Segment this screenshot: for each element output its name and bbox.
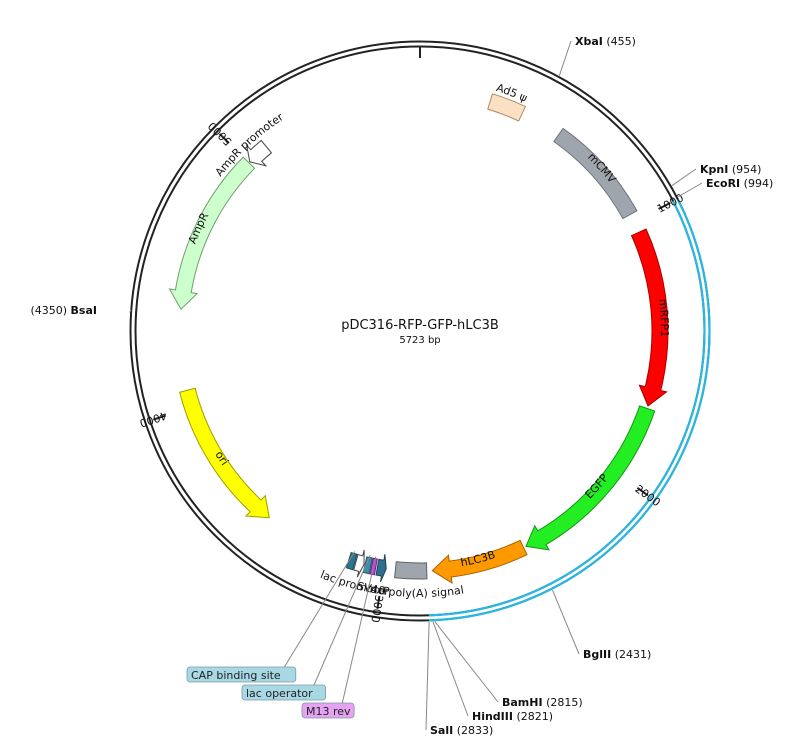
- site-line-KpnI: [671, 168, 697, 186]
- site-BsaI: (4350) BsaI: [30, 304, 97, 317]
- site-line-SalI: [425, 621, 430, 731]
- highlight-ring-0: [429, 198, 711, 622]
- site-pos-BglII: (2431): [611, 648, 651, 661]
- tick-2000: [636, 486, 649, 497]
- box-line-2: [341, 556, 377, 705]
- feature-mrfp1[interactable]: [630, 228, 669, 407]
- site-line-BglII: [552, 589, 580, 655]
- site-line-XbaI: [558, 40, 572, 76]
- box-line-1: [313, 555, 371, 687]
- site-pos-BamHI: (2815): [543, 696, 583, 709]
- site-name-SalI: SalI: [430, 724, 453, 737]
- site-SalI: SalI (2833): [430, 724, 493, 737]
- highlight-ring-1: [428, 200, 706, 617]
- tick-4000: [153, 414, 166, 421]
- tick-label-3000: 3000: [368, 594, 385, 624]
- feature-cap[interactable]: [345, 551, 358, 571]
- tick-label-5000: 5000: [205, 119, 234, 148]
- highlight-region: [428, 198, 711, 622]
- feature-hlc3b[interactable]: [431, 539, 528, 584]
- box-bg-0: [186, 666, 297, 683]
- feature-label-mrfp1: mRFP1: [656, 298, 671, 337]
- plasmid-size: 5723 bp: [399, 335, 440, 346]
- site-pos-EcoRI: (994): [740, 177, 773, 190]
- label-path-ori: [184, 288, 362, 560]
- feature-lacprom[interactable]: [353, 549, 365, 578]
- box-label-1: lac operator: [246, 687, 313, 700]
- feature-loxp[interactable]: [375, 554, 387, 583]
- feature-sv40[interactable]: [394, 561, 428, 580]
- site-BglII: BglII (2431): [583, 648, 651, 661]
- feature-ampr[interactable]: [168, 156, 256, 311]
- site-name-BamHI: BamHI: [502, 696, 543, 709]
- restriction-sites: XbaI (455) KpnI (954)EcoRI (994) BglII (24…: [30, 35, 773, 737]
- box-bg-1: [241, 684, 326, 701]
- site-name-BglII: BglII: [583, 648, 611, 661]
- site-pos-BsaI: (4350): [30, 304, 70, 317]
- site-pos-XbaI: (455): [603, 35, 636, 48]
- feature-egfp[interactable]: [525, 405, 656, 551]
- label-path-ad5: [324, 76, 650, 220]
- site-name-KpnI: KpnI: [700, 163, 728, 176]
- site-line-EcoRI: [677, 182, 703, 198]
- site-name-HindIII: HindIII: [472, 710, 513, 723]
- site-HindIII: HindIII (2821): [472, 710, 553, 723]
- tick-5000: [218, 133, 230, 144]
- site-line-BsaI: [129, 309, 132, 313]
- site-KpnI: KpnI (954): [700, 163, 761, 176]
- site-name-BsaI: BsaI: [71, 304, 97, 317]
- site-EcoRI: EcoRI (994): [706, 177, 773, 190]
- site-pos-HindIII: (2821): [513, 710, 553, 723]
- site-name-XbaI: XbaI: [575, 35, 603, 48]
- tick-3000: [376, 595, 381, 609]
- box-line-0: [283, 551, 356, 669]
- label-path-amprprom: [166, 76, 423, 312]
- feature-label-text-mrfp1: mRFP1: [656, 298, 671, 337]
- box-label-0: CAP binding site: [191, 669, 281, 682]
- feature-ori[interactable]: [179, 387, 270, 519]
- feature-lacop[interactable]: [362, 556, 373, 575]
- plasmid-title: pDC316-RFP-GFP-hLC3B: [341, 318, 499, 333]
- box-bg-2: [301, 702, 355, 719]
- site-pos-KpnI: (954): [728, 163, 761, 176]
- site-BamHI: BamHI (2815): [502, 696, 583, 709]
- feature-mcmv[interactable]: [553, 127, 638, 220]
- site-line-HindIII: [432, 621, 469, 717]
- site-name-EcoRI: EcoRI: [706, 177, 740, 190]
- feature-ad5[interactable]: [487, 93, 527, 122]
- site-pos-SalI: (2833): [453, 724, 493, 737]
- site-line-BamHI: [434, 621, 499, 703]
- feature-amprprom[interactable]: [245, 139, 273, 167]
- box-label-2: M13 rev: [306, 705, 351, 718]
- tick-1000: [658, 202, 671, 210]
- site-XbaI: XbaI (455): [575, 35, 636, 48]
